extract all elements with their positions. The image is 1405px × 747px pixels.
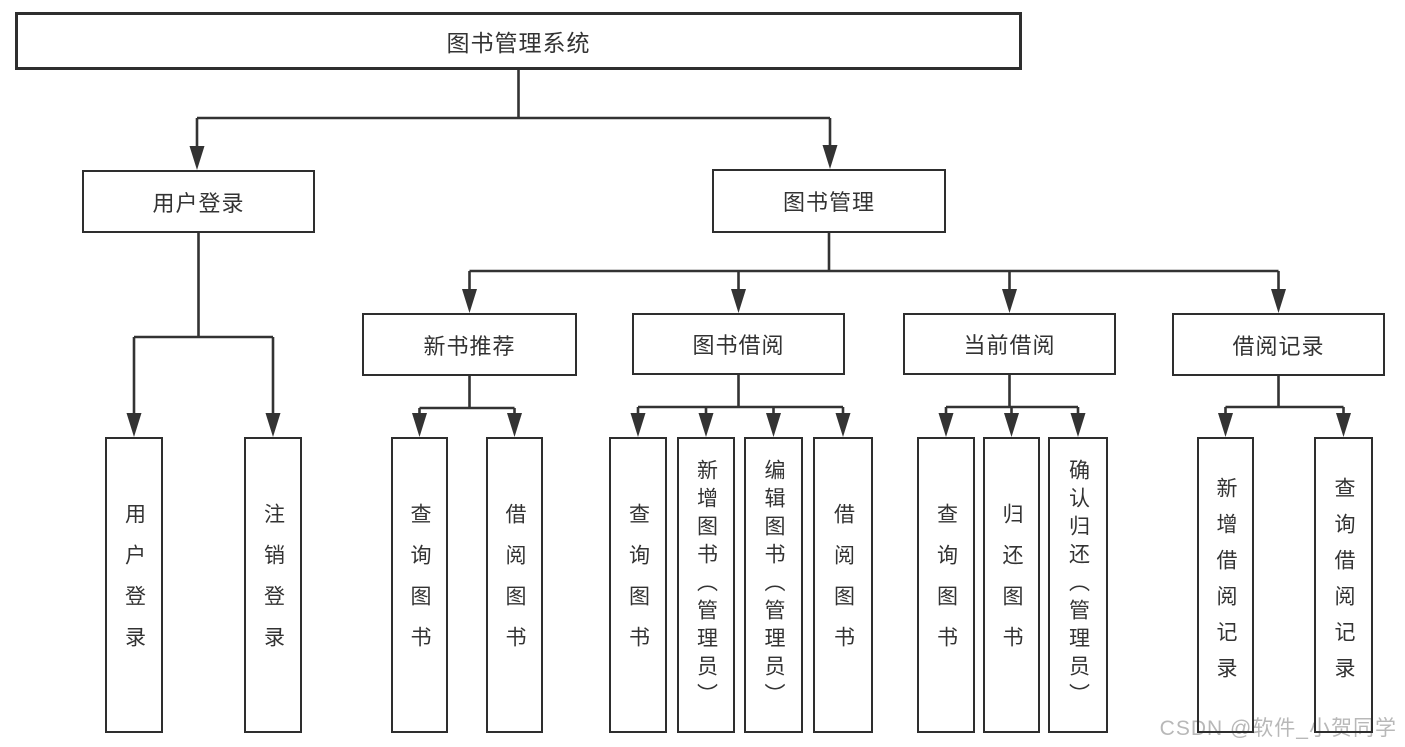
leaf-label: 新增图书（管理员）: [694, 459, 718, 711]
leaf-label: 查询图书: [934, 503, 958, 667]
leaf-query-borrow-record: 查询借阅记录: [1314, 437, 1373, 733]
leaf-label: 用户登录: [122, 503, 146, 667]
leaf-label: 查询图书: [408, 503, 431, 667]
leaf-add-books-admin: 新增图书（管理员）: [677, 437, 735, 733]
node-label: 新书推荐: [423, 333, 516, 359]
node-label: 图书管理系统: [446, 30, 591, 56]
leaf-logout: 注销登录: [244, 437, 302, 733]
leaf-borrow-books-1: 借阅图书: [486, 437, 543, 733]
leaf-label: 借阅图书: [503, 503, 526, 667]
leaf-label: 确认归还（管理员）: [1066, 459, 1090, 711]
leaf-label: 查询图书: [626, 503, 650, 667]
node-book-borrowing: 图书借阅: [632, 313, 845, 375]
leaf-query-books-3: 查询图书: [917, 437, 975, 733]
leaf-label: 新增借阅记录: [1214, 477, 1237, 693]
leaf-label: 查询借阅记录: [1332, 477, 1355, 693]
leaf-label: 注销登录: [261, 503, 285, 667]
leaf-query-books-2: 查询图书: [609, 437, 667, 733]
leaf-label: 借阅图书: [831, 503, 855, 667]
leaf-user-login: 用户登录: [105, 437, 163, 733]
node-label: 图书管理: [782, 190, 875, 215]
node-user-login: 用户登录: [82, 170, 315, 233]
leaf-return-books: 归还图书: [983, 437, 1040, 733]
node-label: 借阅记录: [1232, 333, 1325, 359]
node-label: 用户登录: [152, 190, 245, 216]
node-new-book-recommendation: 新书推荐: [362, 313, 577, 376]
leaf-add-borrow-record: 新增借阅记录: [1197, 437, 1254, 733]
leaf-query-books-1: 查询图书: [391, 437, 448, 733]
node-current-borrowing: 当前借阅: [903, 313, 1116, 375]
csdn-watermark: CSDN @软件_小贺同学: [1159, 717, 1397, 740]
node-book-management: 图书管理: [712, 169, 946, 233]
node-library-management-system: 图书管理系统: [15, 12, 1022, 70]
leaf-edit-books-admin: 编辑图书（管理员）: [744, 437, 803, 733]
node-label: 图书借阅: [692, 333, 785, 358]
leaf-confirm-return-admin: 确认归还（管理员）: [1048, 437, 1108, 733]
leaf-borrow-books-2: 借阅图书: [813, 437, 873, 733]
node-borrowing-records: 借阅记录: [1172, 313, 1385, 376]
leaf-label: 编辑图书（管理员）: [762, 459, 785, 711]
node-label: 当前借阅: [963, 333, 1056, 358]
leaf-label: 归还图书: [1000, 503, 1023, 667]
